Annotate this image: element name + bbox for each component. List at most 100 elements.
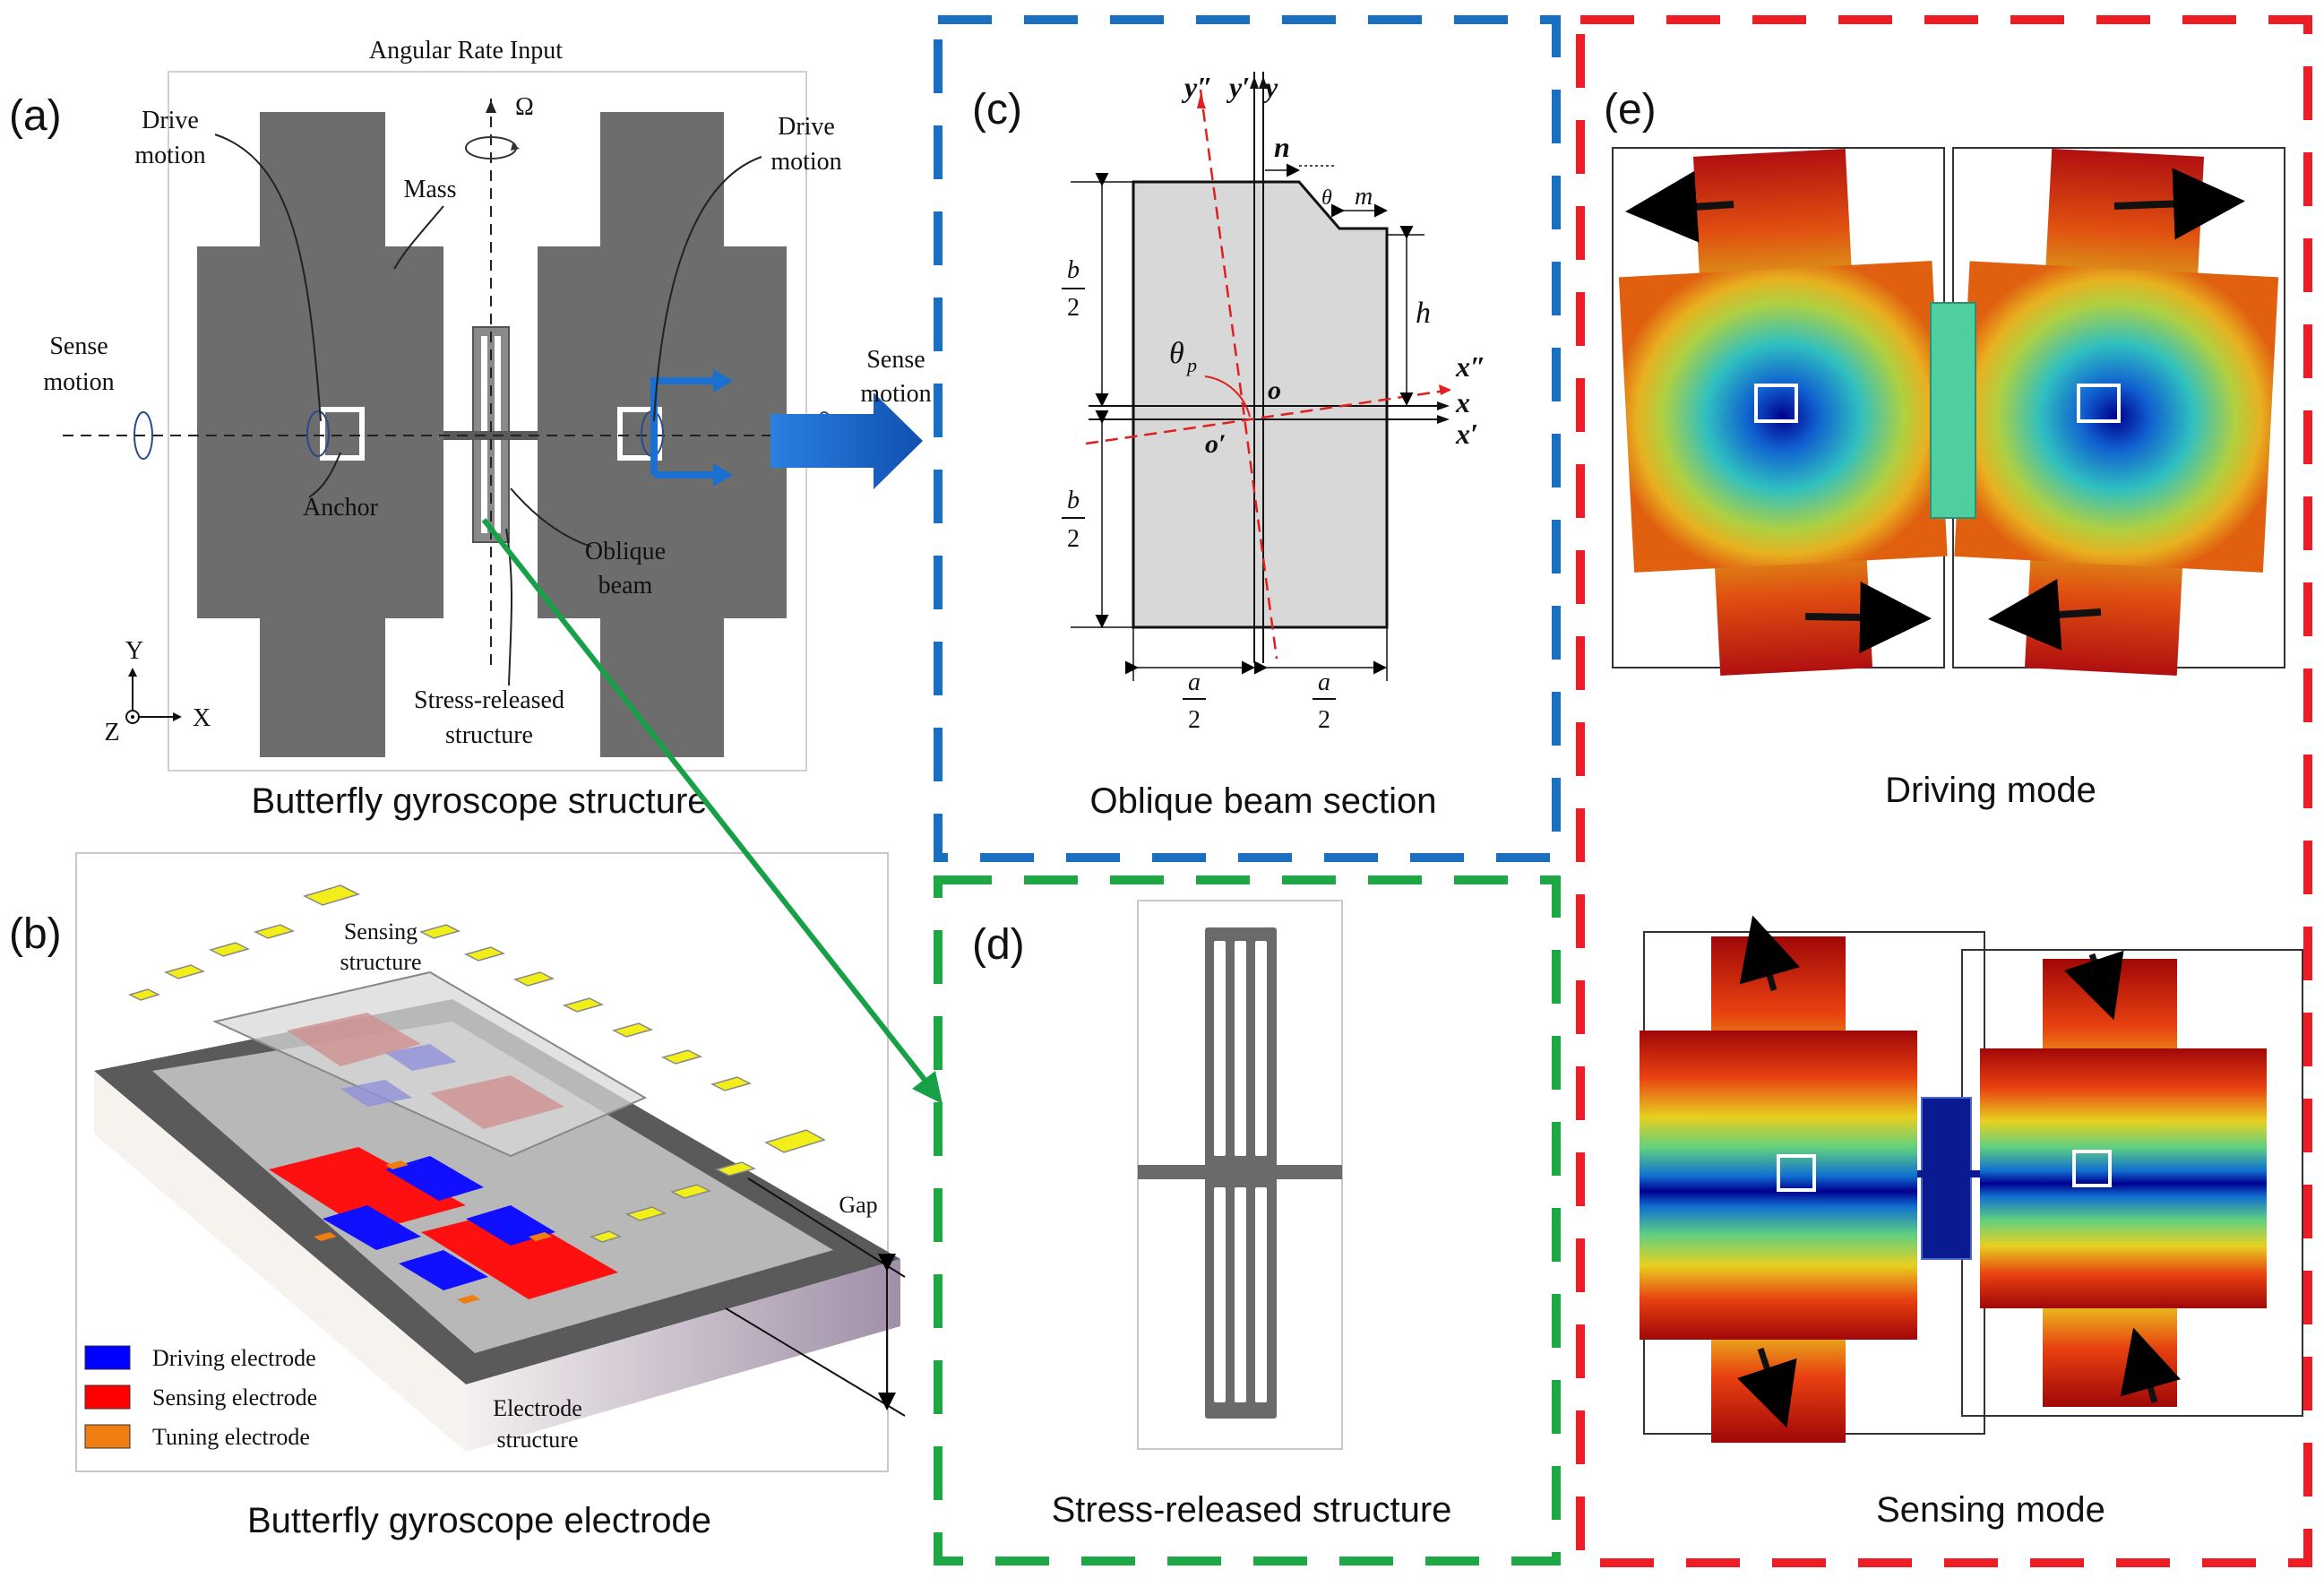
driving-mode-caption: Driving mode <box>1885 771 2096 810</box>
oblique-beam-line1: Oblique <box>585 538 666 565</box>
x-double-prime-axis <box>1085 388 1452 445</box>
axis-arrowhead <box>486 100 496 113</box>
green-link-arrowhead <box>912 1071 943 1104</box>
y-double-prime-axis <box>1199 89 1278 660</box>
leader-line <box>653 156 762 422</box>
theta-p-arc <box>1204 375 1251 418</box>
legend-swatch-driving <box>84 1345 131 1370</box>
theta-p-label: θ <box>1169 337 1184 370</box>
o-prime-label: o′ <box>1205 429 1226 459</box>
tuning-electrode <box>314 1232 337 1241</box>
axis-arrowhead <box>1437 415 1450 424</box>
mass-label: Mass <box>403 176 456 203</box>
electrode-structure-line2: structure <box>497 1427 579 1453</box>
y-prime-label: y′ <box>1226 71 1250 103</box>
sense-motion-right-line2: motion <box>860 380 931 408</box>
sensing-structure-mass <box>385 1044 457 1071</box>
panel-e-tag: (e) <box>1604 86 1657 134</box>
axis-z-label: Z <box>104 719 119 746</box>
panel-e: (e) Driving mode <box>1576 15 2312 1567</box>
theta-label: θ <box>1321 186 1332 210</box>
sense-arrow <box>1739 915 1801 991</box>
x-double-prime-label: x″ <box>1455 350 1486 383</box>
x-prime-label: x′ <box>1455 418 1478 450</box>
panel-c: (c) y″ y′ y n θ m h b 2 b 2 a 2 a 2 θ p … <box>934 15 1561 862</box>
panel-d: (d) Stress-released structure <box>934 875 1561 1565</box>
panel-b-caption: Butterfly gyroscope electrode <box>247 1501 711 1540</box>
panel-a-caption: Butterfly gyroscope structure <box>251 781 707 821</box>
sense-rotation-left-icon <box>133 411 153 460</box>
leader-line <box>214 134 322 422</box>
panel-a: (a) Angular Rate Input Ω Drive motion Dr… <box>9 37 932 821</box>
sensing-mode-simulation <box>1640 915 2303 1443</box>
bond-pad <box>624 1206 667 1221</box>
driving-electrode <box>323 1205 421 1250</box>
y-label: y <box>1261 71 1278 103</box>
stress-center-beam <box>1138 1165 1342 1179</box>
a-left-num: a <box>1188 668 1201 696</box>
driving-mode-simulation <box>1612 147 2285 677</box>
driving-electrode <box>399 1250 488 1290</box>
panel-e-border <box>1576 15 2312 1567</box>
bond-pad <box>764 1129 826 1153</box>
y-double-prime-label: y″ <box>1181 71 1213 103</box>
x-label: x <box>1455 386 1470 418</box>
legend-label-tuning: Tuning electrode <box>152 1424 310 1450</box>
panel-c-border <box>934 15 1561 862</box>
left-anchor <box>320 407 365 461</box>
bond-pad <box>589 1230 623 1243</box>
panel-d-border <box>934 875 1561 1565</box>
stress-slot <box>1255 1187 1267 1402</box>
n-label: n <box>1274 131 1290 163</box>
bond-pad <box>714 1161 757 1177</box>
b-upper-num: b <box>1067 256 1080 284</box>
b-upper-den: 2 <box>1067 294 1080 322</box>
anchor-marker <box>2077 384 2121 423</box>
bond-pad <box>302 884 361 906</box>
bond-pad <box>611 1022 654 1038</box>
sense-motion-left-line2: motion <box>43 368 114 396</box>
left-mass-drive-center <box>1618 261 1948 573</box>
legend-label-sensing: Sensing electrode <box>152 1384 317 1410</box>
bond-pad <box>669 1184 712 1199</box>
sense-motion-left-line1: Sense <box>49 332 108 360</box>
bond-pad <box>562 997 605 1013</box>
angular-rate-label: Angular Rate Input <box>369 37 563 65</box>
drive-arrow <box>1804 581 1932 653</box>
a-left-den: 2 <box>1188 706 1201 734</box>
drive-motion-right-line1: Drive <box>778 113 835 141</box>
drive-arrow <box>1625 170 1734 243</box>
tuning-electrode <box>385 1160 409 1169</box>
sense-motion-right-line1: Sense <box>866 346 925 374</box>
tuning-electrode <box>529 1232 552 1241</box>
sense-arrow <box>1737 1347 1797 1428</box>
legend-label-driving: Driving electrode <box>152 1345 316 1371</box>
stress-slot <box>1235 1187 1246 1402</box>
leader-line <box>510 487 592 548</box>
drive-direction-arrow <box>650 377 721 475</box>
stress-slot <box>1214 941 1226 1156</box>
anchor-marker <box>1754 384 1798 423</box>
x-axis-arrowhead <box>173 712 182 721</box>
right-mass-drive-center <box>1954 261 2279 573</box>
oblique-beam-line2: beam <box>598 572 653 599</box>
sense-arrow <box>2064 950 2124 1021</box>
stress-slot <box>1214 1187 1226 1402</box>
drive-arrowhead <box>713 369 733 392</box>
sensing-structure-mass <box>340 1080 412 1107</box>
bond-pad <box>710 1076 753 1091</box>
bond-pad <box>463 946 506 962</box>
bond-pad <box>163 964 206 979</box>
green-link-arrow <box>481 518 934 1091</box>
right-mass-sense-center <box>1980 1048 2267 1308</box>
right-anchor <box>617 407 662 461</box>
b-lower-den: 2 <box>1067 525 1080 553</box>
stress-slot <box>1235 941 1246 1156</box>
bond-pad <box>253 924 296 939</box>
sensing-structure-mass <box>430 1075 564 1129</box>
omega-label: Ω <box>515 93 534 121</box>
drive-rotation-icon <box>306 410 330 457</box>
anchor-label: Anchor <box>303 494 379 522</box>
sensing-structure-line1: Sensing <box>344 919 417 944</box>
